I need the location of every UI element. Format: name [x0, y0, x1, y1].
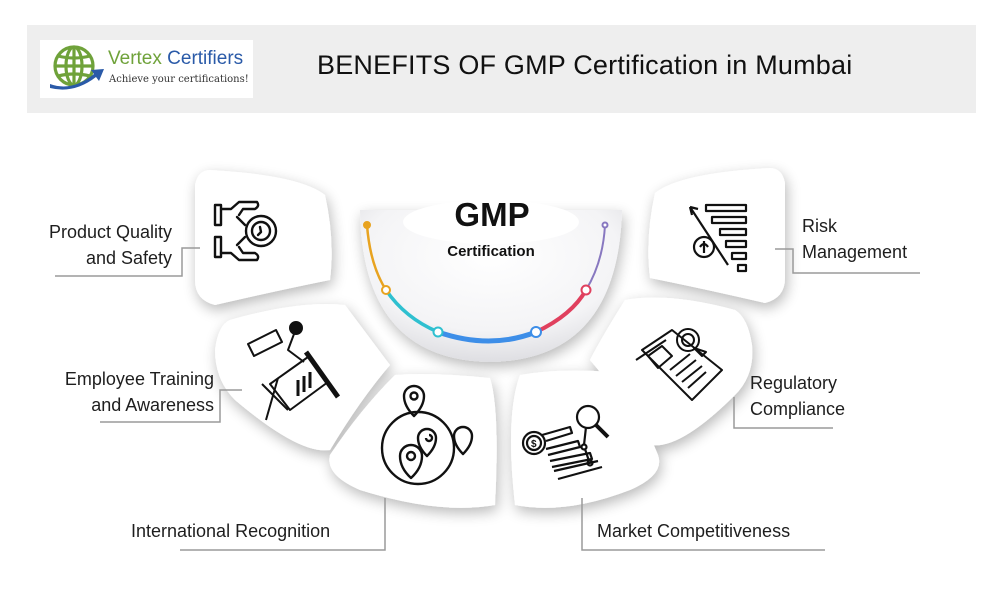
benefit-international-recognition: International Recognition [131, 518, 330, 544]
benefit-label-line2: Compliance [750, 399, 846, 419]
tile-risk-management [648, 168, 785, 303]
connector-lines [55, 247, 920, 551]
document-box-seal-icon [635, 328, 723, 401]
hands-award-badge-icon [213, 200, 278, 262]
benefit-label-line1: Risk [802, 216, 837, 236]
benefit-label-line1: Market Competitiveness [597, 521, 791, 541]
header-banner: Vertex Certifiers Achieve your certifica… [27, 25, 976, 113]
benefit-label-line1: Regulatory [750, 373, 838, 393]
benefit-label-line2: Management [802, 242, 908, 262]
globe-location-pins-icon [380, 384, 474, 486]
logo: Vertex Certifiers Achieve your certifica… [40, 40, 253, 98]
page-title: BENEFITS OF GMP Certification in Mumbai [317, 50, 853, 80]
center-title: GMP [454, 196, 530, 233]
benefit-label-line1: Employee Training [64, 369, 214, 389]
logo-brand-part2: Certifiers [167, 48, 244, 69]
logo-brand: Vertex Certifiers [108, 48, 243, 70]
svg-text:$: $ [531, 439, 537, 450]
dollar-bars-magnifier-icon: $ [521, 404, 610, 481]
presenter-chart-board-icon [247, 321, 341, 421]
globe-arrow-icon [50, 45, 104, 90]
benefit-employee-training: Employee Training and Awareness [30, 366, 214, 418]
benefit-regulatory-compliance: Regulatory Compliance [750, 370, 845, 422]
benefit-label-line1: International Recognition [131, 521, 331, 541]
benefit-label-line2: and Safety [85, 248, 172, 268]
logo-brand-part1: Vertex [108, 48, 162, 69]
progress-arc [365, 223, 606, 344]
tile-international-recognition [329, 374, 497, 508]
center-subtitle: Certification [447, 243, 535, 260]
benefit-market-competitiveness: Market Competitiveness [597, 518, 790, 544]
benefit-product-quality: Product Quality and Safety [20, 219, 172, 271]
benefit-risk-management: Risk Management [802, 213, 907, 265]
tile-product-quality [195, 170, 332, 305]
dollar-descending-bars-arrow-icon [688, 203, 748, 273]
arc-nodes [363, 221, 609, 338]
logo-tagline: Achieve your certifications! [109, 74, 249, 85]
benefit-label-line2: and Awareness [91, 395, 214, 415]
benefit-label-line1: Product Quality [48, 222, 172, 242]
